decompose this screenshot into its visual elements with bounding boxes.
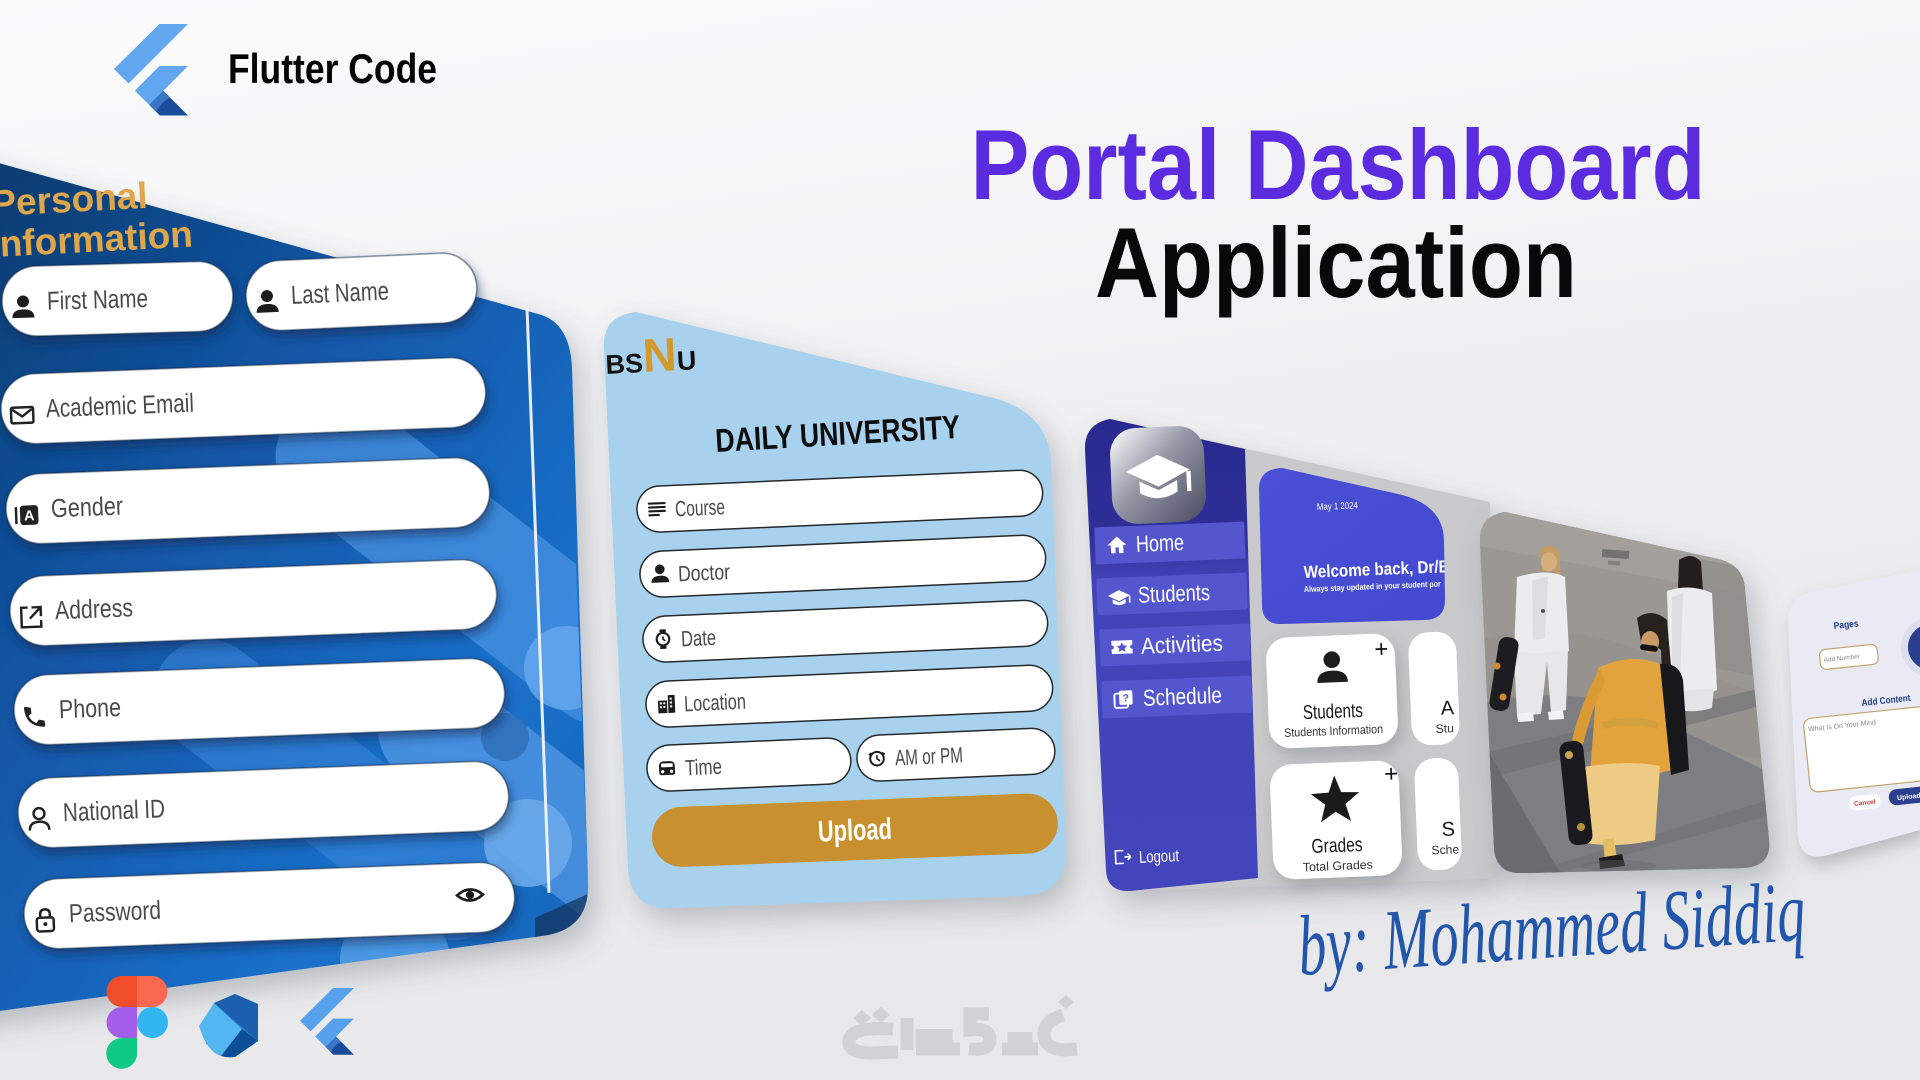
svg-text:Home: Home <box>1135 529 1184 557</box>
svg-text:Password: Password <box>68 895 161 929</box>
svg-text:Phone: Phone <box>58 692 121 724</box>
svg-text:Sche: Sche <box>1431 842 1460 857</box>
svg-text:Schedule: Schedule <box>1142 682 1222 711</box>
svg-text:Add Content: Add Content <box>1861 693 1912 709</box>
svg-text:AM or PM: AM or PM <box>894 742 963 770</box>
svg-text:+: + <box>1374 636 1389 664</box>
svg-text:Address: Address <box>54 592 133 625</box>
svg-text:Logout: Logout <box>1139 846 1180 867</box>
svg-text:Location: Location <box>683 689 746 717</box>
svg-text:Time: Time <box>684 754 722 781</box>
svg-text:Last Name: Last Name <box>290 276 389 310</box>
svg-text:Activities: Activities <box>1140 630 1223 659</box>
svg-text:Students: Students <box>1302 700 1363 724</box>
svg-text:Upload: Upload <box>817 813 892 849</box>
svg-text:May 1 2024: May 1 2024 <box>1317 500 1358 513</box>
svg-text:Application: Application <box>1095 207 1577 318</box>
svg-text:First Name: First Name <box>47 283 149 316</box>
svg-text:A: A <box>1440 697 1455 720</box>
svg-text:Students: Students <box>1137 579 1210 608</box>
svg-text:Portal Dashboard: Portal Dashboard <box>971 109 1706 220</box>
svg-text:S: S <box>1441 818 1455 841</box>
svg-text:Students Information: Students Information <box>1284 722 1383 740</box>
svg-text:Upload: Upload <box>1897 793 1920 802</box>
svg-text:?: ? <box>1122 693 1129 704</box>
svg-text:Add Number: Add Number <box>1823 653 1861 664</box>
svg-text:Pages: Pages <box>1833 618 1859 632</box>
svg-text:Course: Course <box>674 494 725 521</box>
svg-text:National ID: National ID <box>62 793 165 827</box>
svg-text:Academic Email: Academic Email <box>45 388 194 424</box>
svg-text:Gender: Gender <box>50 491 123 524</box>
svg-text:Personal: Personal <box>0 175 149 224</box>
svg-text:A: A <box>24 508 35 524</box>
svg-text:Grades: Grades <box>1311 834 1363 858</box>
svg-text:+: + <box>1384 760 1399 788</box>
svg-text:Stu: Stu <box>1435 721 1454 736</box>
svg-text:Total Grades: Total Grades <box>1303 858 1374 875</box>
svg-text:Date: Date <box>680 625 716 652</box>
svg-text:Flutter Code: Flutter Code <box>228 45 437 92</box>
svg-text:Doctor: Doctor <box>677 559 730 586</box>
svg-text:Cancel: Cancel <box>1854 799 1876 808</box>
